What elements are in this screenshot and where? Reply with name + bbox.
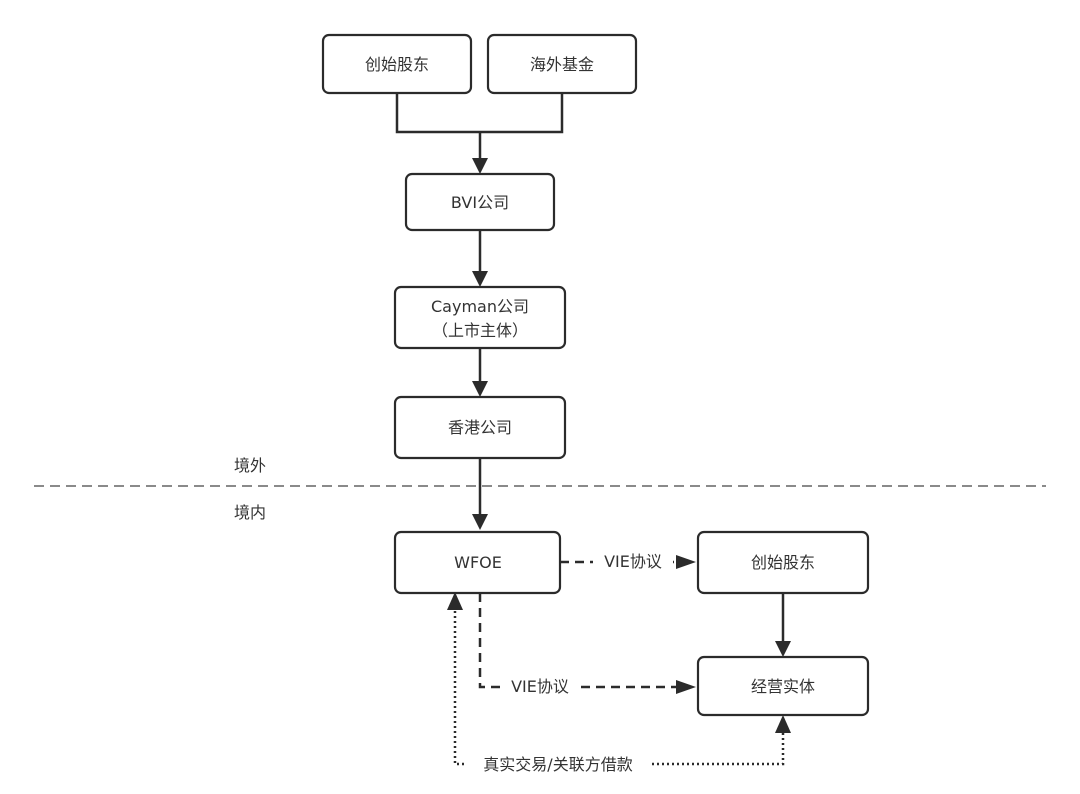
node-cayman[interactable]: Cayman公司 （上市主体） — [393, 285, 567, 350]
arrowhead-entity-vie — [676, 680, 696, 694]
label-vie-agreement-2: VIE协议 — [511, 677, 569, 696]
node-founder-domestic-label: 创始股东 — [751, 553, 815, 572]
arrowhead-wfoe — [472, 514, 488, 530]
label-onshore: 境内 — [234, 503, 266, 522]
node-bvi-label: BVI公司 — [451, 193, 509, 212]
arrowhead-transactions-wfoe — [447, 592, 463, 610]
node-overseas-fund[interactable]: 海外基金 — [486, 33, 638, 95]
arrowhead-cayman — [472, 271, 488, 287]
arrowhead-bvi — [472, 158, 488, 174]
edge-wfoe-to-entity — [478, 593, 676, 689]
node-cayman-label-2: （上市主体） — [432, 321, 528, 340]
node-cayman-label-1: Cayman公司 — [431, 297, 529, 316]
edge-fund-to-merge — [480, 93, 564, 134]
arrowhead-transactions-entity — [775, 715, 791, 733]
node-operating-entity[interactable]: 经营实体 — [696, 655, 870, 717]
arrowhead-entity — [775, 641, 791, 657]
node-founder-top[interactable]: 创始股东 — [321, 33, 473, 95]
arrowhead-founder-domestic — [676, 555, 696, 569]
node-hongkong[interactable]: 香港公司 — [393, 395, 567, 460]
edge-founder-to-merge — [395, 93, 480, 134]
node-overseas-fund-label: 海外基金 — [530, 55, 594, 74]
label-vie-agreement-1: VIE协议 — [604, 552, 662, 571]
node-founder-domestic[interactable]: 创始股东 — [696, 530, 870, 595]
node-operating-entity-label: 经营实体 — [751, 677, 815, 696]
label-offshore: 境外 — [234, 456, 266, 475]
arrowhead-hk — [472, 381, 488, 397]
node-bvi[interactable]: BVI公司 — [404, 172, 556, 232]
label-transactions: 真实交易/关联方借款 — [483, 755, 632, 774]
node-hongkong-label: 香港公司 — [448, 418, 512, 437]
node-wfoe[interactable]: WFOE — [393, 530, 562, 595]
node-founder-top-label: 创始股东 — [365, 55, 429, 74]
node-wfoe-label: WFOE — [454, 553, 502, 572]
